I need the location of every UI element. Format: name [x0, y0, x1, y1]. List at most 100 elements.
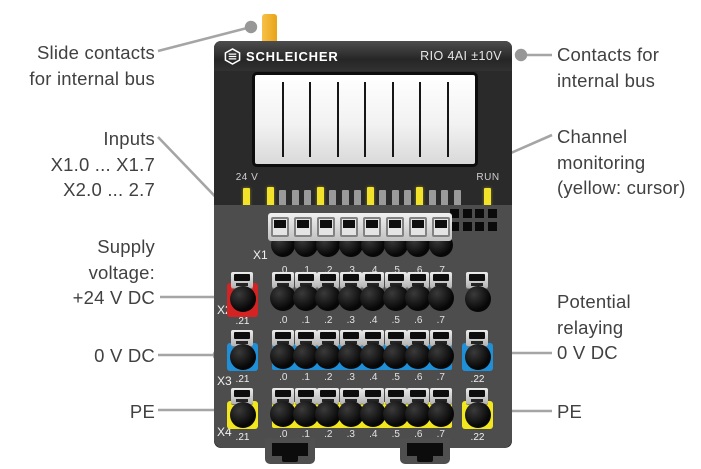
clamp-slit	[299, 283, 312, 286]
wire-clamp	[272, 388, 295, 404]
channel-label: .1	[301, 429, 310, 440]
display-slot-divider	[281, 82, 284, 157]
bus-contact-pin	[487, 209, 497, 218]
wire-clamp	[466, 330, 488, 346]
display-slot-divider	[419, 82, 421, 157]
callout-inputs: Inputs X1.0 ... X1.7 X2.0 ... 2.7	[50, 128, 155, 200]
terminal-row-x3: X3.0.1.2.3.4.5.6.7.21.22	[214, 330, 512, 388]
clamp-slot	[234, 390, 250, 397]
channel-led-gray	[341, 190, 349, 208]
display-slot-divider	[364, 82, 366, 157]
channel-label: .7	[436, 265, 445, 276]
model-text: RIO 4AI ±10V	[420, 49, 502, 63]
callout-channel-monitoring: Channel monitoring (yellow: cursor)	[557, 126, 686, 198]
channel-label: .0	[279, 315, 288, 326]
channel-label: .6	[414, 372, 423, 383]
mounting-notch	[417, 456, 433, 462]
clamp-window	[339, 217, 358, 237]
wire-clamp	[384, 388, 407, 404]
terminal-left: .21	[227, 272, 258, 330]
wire-clamp	[339, 272, 362, 288]
wire-clamp	[362, 272, 385, 288]
display-slot-divider	[391, 82, 394, 157]
clamp-window	[362, 217, 381, 237]
terminal-label: .22	[470, 374, 485, 385]
clamp-slot	[275, 274, 292, 281]
run-led	[484, 188, 491, 210]
clamp-slot	[342, 274, 359, 281]
channel-led-strip	[267, 187, 461, 211]
terminal-left: .21	[227, 388, 258, 446]
clamp-slot	[342, 390, 359, 397]
clamp-slit	[277, 283, 290, 286]
channel-label: .6	[414, 315, 423, 326]
mounting-slot	[272, 443, 308, 456]
slide-contact	[262, 14, 277, 46]
display-slot-divider	[446, 82, 449, 157]
channel-led-gray	[354, 190, 362, 208]
callout-supply-voltage: Supply voltage: +24 V DC	[72, 236, 155, 308]
led-label-24v: 24 V	[235, 172, 259, 183]
clamp-slit	[236, 283, 248, 286]
clamp-slot	[469, 332, 485, 339]
wire-clamp	[407, 388, 430, 404]
mounting-slot	[407, 443, 443, 456]
channel-led-yellow	[267, 187, 274, 211]
clamp-slit	[344, 283, 357, 286]
clamp-slit	[299, 399, 312, 402]
clamp-slot	[432, 390, 449, 397]
channel-label: .3	[346, 265, 355, 276]
clamp-slit	[471, 399, 483, 402]
wire-clamp	[362, 388, 385, 404]
label-window	[252, 72, 478, 167]
channel-label: .4	[369, 265, 378, 276]
terminal-hole	[337, 343, 364, 369]
clamp-slot	[273, 220, 286, 228]
mounting-foot	[265, 438, 315, 464]
channel-label: .2	[324, 372, 333, 383]
clamp-window	[385, 217, 404, 237]
clamp-slit	[322, 399, 335, 402]
wire-clamp	[231, 330, 253, 346]
channel-led-gray	[329, 190, 337, 208]
led-label-run: RUN	[476, 172, 500, 183]
clamp-slit	[412, 341, 425, 344]
clamp-slot	[387, 390, 404, 397]
24v-led	[243, 188, 250, 210]
terminal-hole	[360, 285, 387, 311]
wire-clamp	[466, 272, 488, 288]
wire-clamp	[362, 330, 385, 346]
clamp-slot	[410, 390, 427, 397]
channel-label: .5	[391, 265, 400, 276]
wire-clamp	[429, 330, 452, 346]
channel-label: .4	[369, 315, 378, 326]
clamp-slit	[471, 283, 483, 286]
terminal-hole	[292, 343, 319, 369]
clamp-slot	[234, 274, 250, 281]
terminal-hole	[360, 343, 387, 369]
bus-contact-pin	[462, 222, 472, 231]
clamp-slit	[412, 283, 425, 286]
channel-led-yellow	[316, 187, 324, 211]
clamp-slit	[344, 341, 357, 344]
terminal-hole	[270, 343, 297, 369]
channel-label: .0	[279, 372, 288, 383]
wire-clamp	[294, 272, 317, 288]
bus-contacts	[450, 209, 497, 231]
clamp-slit	[434, 283, 447, 286]
terminal-label: .21	[235, 316, 250, 327]
wire-clamp	[339, 388, 362, 404]
terminal-hole	[229, 286, 256, 312]
channel-led-gray	[391, 190, 399, 208]
channel-led-gray	[453, 190, 461, 208]
channel-label: .0	[279, 265, 288, 276]
module-header: SCHLEICHER RIO 4AI ±10V	[214, 41, 512, 71]
clamp-slot	[320, 274, 337, 281]
clamp-slot	[387, 332, 404, 339]
terminal-right: .22	[462, 330, 493, 388]
channel-label: .4	[369, 372, 378, 383]
wire-clamp	[231, 388, 253, 404]
clamp-slot	[388, 220, 401, 228]
channel-labels: .0.1.2.3.4.5.6.7	[272, 265, 452, 276]
channel-label: .2	[324, 315, 333, 326]
